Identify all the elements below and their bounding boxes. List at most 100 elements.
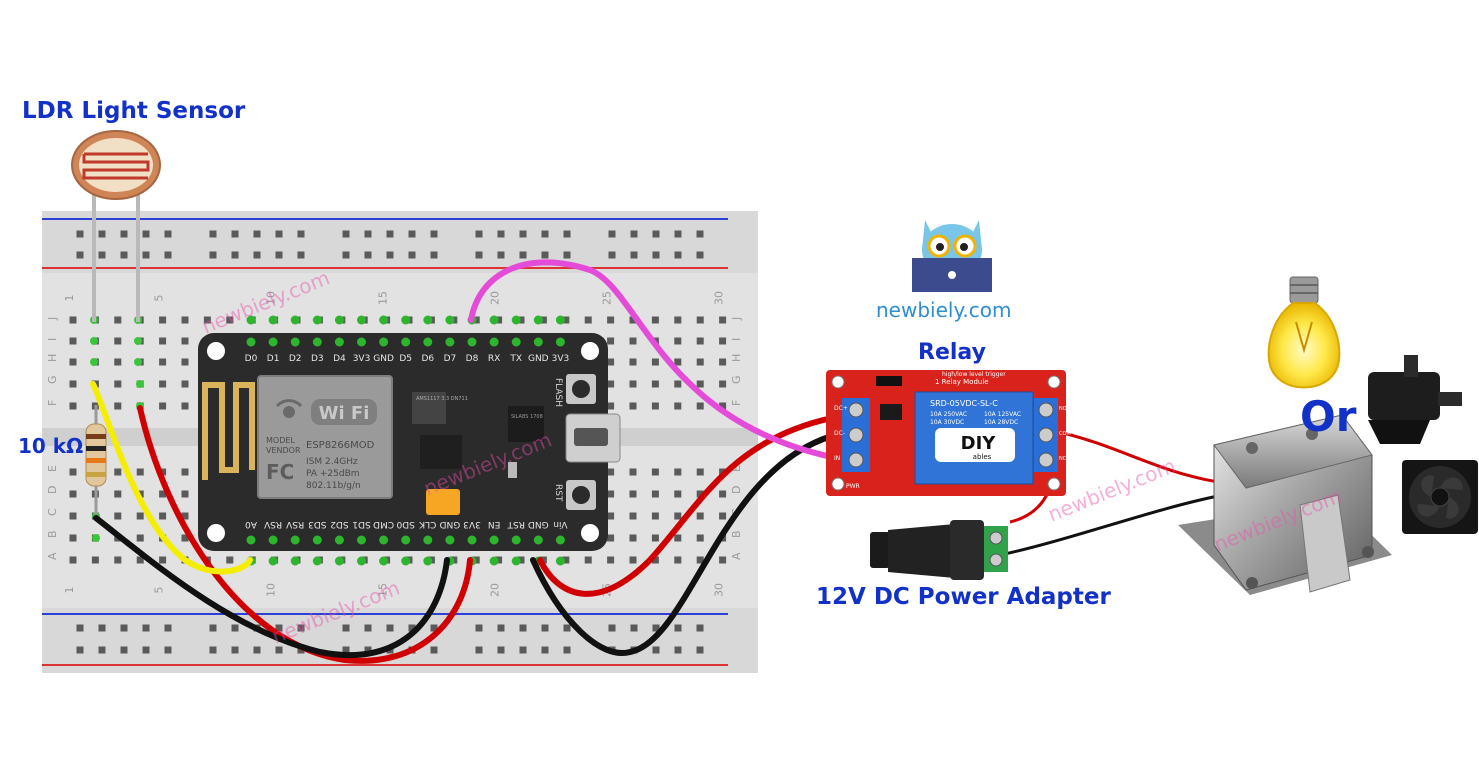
esp-bottom-pin-socket	[312, 556, 322, 566]
rail-hole	[120, 624, 128, 632]
rail-hole	[342, 646, 350, 654]
breadboard-hole	[696, 534, 704, 542]
esp-top-pin-label: D2	[289, 354, 302, 364]
rail-hole	[541, 646, 549, 654]
esp-top-pin	[334, 337, 344, 347]
wire-black-resistor-to-gnd	[93, 515, 450, 659]
esp-top-pin	[379, 337, 389, 347]
breadboard-hole	[719, 358, 727, 366]
breadboard-hole	[607, 534, 615, 542]
rail-hole	[253, 230, 261, 238]
rail-hole	[98, 646, 106, 654]
solenoid-lock-icon	[1178, 414, 1392, 595]
breadboard-hole	[674, 316, 682, 324]
spec-pa: PA +25dBm	[306, 469, 360, 479]
breadboard-hole	[674, 512, 682, 520]
used-hole-marker	[134, 337, 142, 345]
esp-bottom-pin-label: SD3	[308, 519, 326, 529]
rail-hole	[76, 624, 84, 632]
row-letter: G	[46, 375, 59, 384]
breadboard-hole	[629, 512, 637, 520]
breadboard-hole	[696, 556, 704, 564]
used-hole-marker	[136, 380, 144, 388]
row-letter: B	[46, 530, 59, 538]
rail-hole	[541, 230, 549, 238]
mount-hole	[207, 524, 225, 542]
rail-hole	[630, 624, 638, 632]
esp-top-pin	[445, 337, 455, 347]
esp-bottom-pin	[533, 535, 543, 545]
module-model: ESP8266MOD	[306, 440, 375, 451]
esp-bottom-pin-socket	[423, 556, 433, 566]
wire-black-adapter-to-load	[999, 494, 1219, 557]
esp-bottom-pin	[379, 535, 389, 545]
row-letter: J	[46, 317, 59, 321]
wifi-logo-text: Wi Fi	[319, 403, 370, 424]
esp-top-pin	[555, 337, 565, 347]
brand-text: newbiely.com	[876, 298, 1012, 322]
breadboard-hole	[651, 556, 659, 564]
rail-hole	[164, 624, 172, 632]
breadboard-hole	[607, 468, 615, 476]
rail-hole	[563, 230, 571, 238]
breadboard-hole	[114, 337, 122, 345]
breadboard-hole	[584, 316, 592, 324]
band-black	[86, 446, 106, 451]
pump-inlet	[1438, 392, 1462, 406]
esp-bottom-pin-label: SD1	[352, 519, 370, 529]
breadboard-hole	[651, 534, 659, 542]
rail-hole	[142, 251, 150, 259]
rail-hole	[364, 646, 372, 654]
breadboard-hole	[629, 402, 637, 410]
rail-hole	[519, 251, 527, 259]
breadboard-hole	[719, 316, 727, 324]
wire-red-vin-to-relay	[537, 415, 835, 597]
column-number: 10	[265, 291, 278, 305]
esp-bottom-pin-socket	[489, 556, 499, 566]
breadboard-hole	[696, 512, 704, 520]
rail-hole	[364, 251, 372, 259]
module-label-vendor: VENDOR	[266, 446, 301, 455]
esp-top-pin-socket	[379, 315, 389, 325]
rail-hole	[98, 624, 106, 632]
esp-bottom-pin	[268, 535, 278, 545]
breadboard-hole	[159, 512, 167, 520]
smd-part	[508, 462, 517, 478]
rail-hole	[430, 646, 438, 654]
rst-label: RST	[553, 484, 563, 502]
rail-hole	[142, 646, 150, 654]
rail-hole	[630, 230, 638, 238]
esp-top-pin-label: D8	[466, 354, 479, 364]
terminal-com: COM	[1059, 431, 1071, 437]
breadboard-hole	[181, 490, 189, 498]
screw	[989, 553, 1003, 567]
resistor-label: 10 kΩ	[18, 434, 84, 458]
row-letter: C	[46, 508, 59, 516]
rail-hole	[408, 251, 416, 259]
esp-bottom-pin-label: EN	[488, 519, 500, 529]
band-orange	[86, 458, 106, 463]
esp-bottom-pin	[357, 535, 366, 545]
jack-body	[888, 524, 955, 578]
breadboard-hole	[136, 556, 144, 564]
ldr-face	[79, 138, 153, 192]
used-hole-marker	[92, 534, 100, 542]
pin-in: IN	[834, 455, 840, 462]
rail-hole	[297, 624, 305, 632]
pump-outlet	[1404, 355, 1418, 377]
esp-top-pin-label: RX	[488, 354, 500, 364]
esp-top-pin-label: D4	[333, 354, 346, 364]
breadboard-hole	[696, 358, 704, 366]
esp-bottom-pin-socket	[290, 556, 300, 566]
flash-button	[572, 380, 590, 398]
breadboard-hole	[114, 490, 122, 498]
breadboard-hole	[69, 337, 77, 345]
breadboard-hole	[629, 358, 637, 366]
rail-hole	[563, 646, 571, 654]
row-letter: D	[730, 486, 743, 494]
rail-hole	[696, 230, 704, 238]
esp-bottom-pin	[467, 535, 477, 545]
pump-body	[1368, 372, 1440, 420]
rail-hole	[297, 251, 305, 259]
pin-dc-minus: DC-	[834, 430, 845, 437]
